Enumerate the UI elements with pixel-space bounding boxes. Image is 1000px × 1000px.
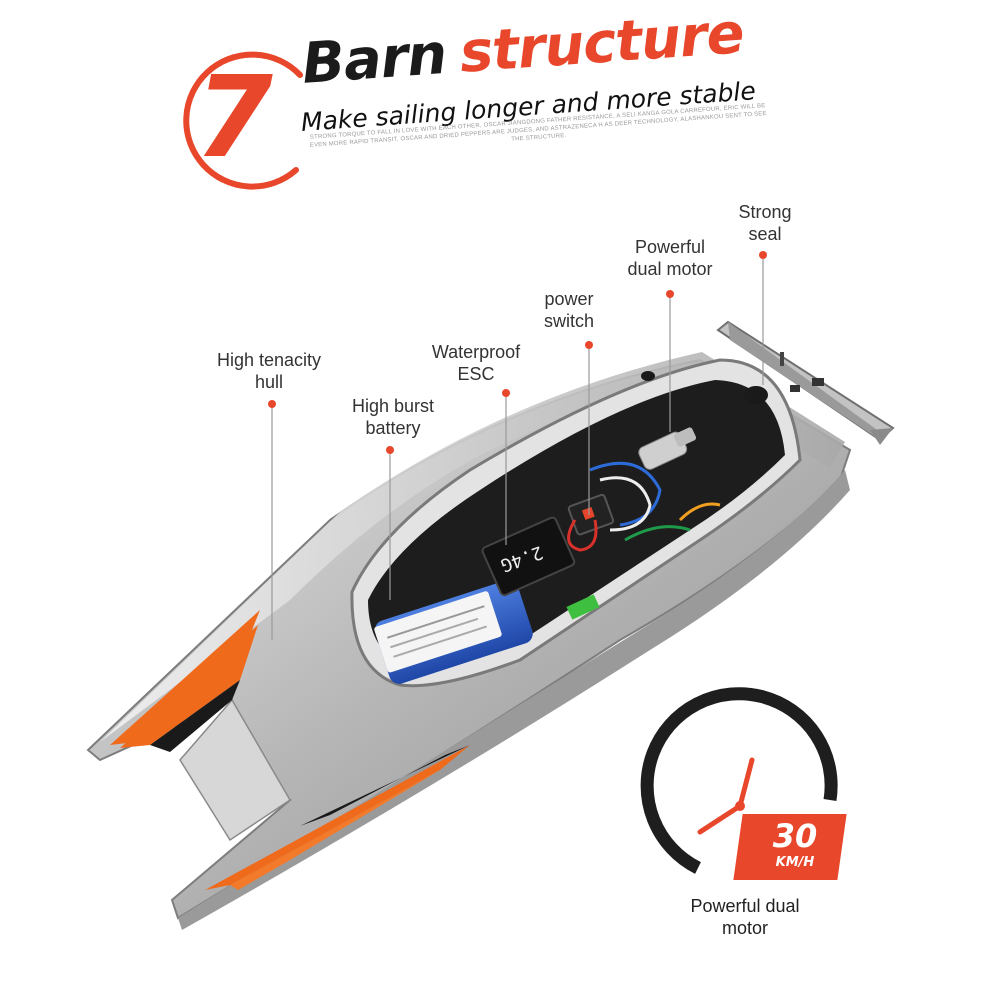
section-number: 7 — [195, 53, 273, 183]
callout-waterproof-esc: Waterproof ESC — [431, 342, 521, 384]
callout-dual-motor: Powerful dual motor — [627, 237, 713, 279]
callout-strong-seal: Strong seal — [738, 202, 792, 244]
receiver-box — [481, 516, 576, 597]
callout-power-switch: power switch — [543, 289, 595, 331]
speed-value: 30 — [772, 817, 818, 855]
orange-stripe-upper — [110, 610, 260, 745]
battery — [374, 579, 533, 684]
speed-unit: KM/H — [775, 855, 815, 870]
speed-caption: Powerful dual motor — [690, 896, 800, 938]
transom-bracket — [716, 320, 895, 445]
orange-stripe-lower — [205, 745, 470, 890]
motor — [638, 427, 697, 470]
callout-hull: High tenacity hull — [216, 350, 322, 392]
callout-battery: High burst battery — [351, 396, 435, 438]
seal-knob — [744, 386, 768, 404]
